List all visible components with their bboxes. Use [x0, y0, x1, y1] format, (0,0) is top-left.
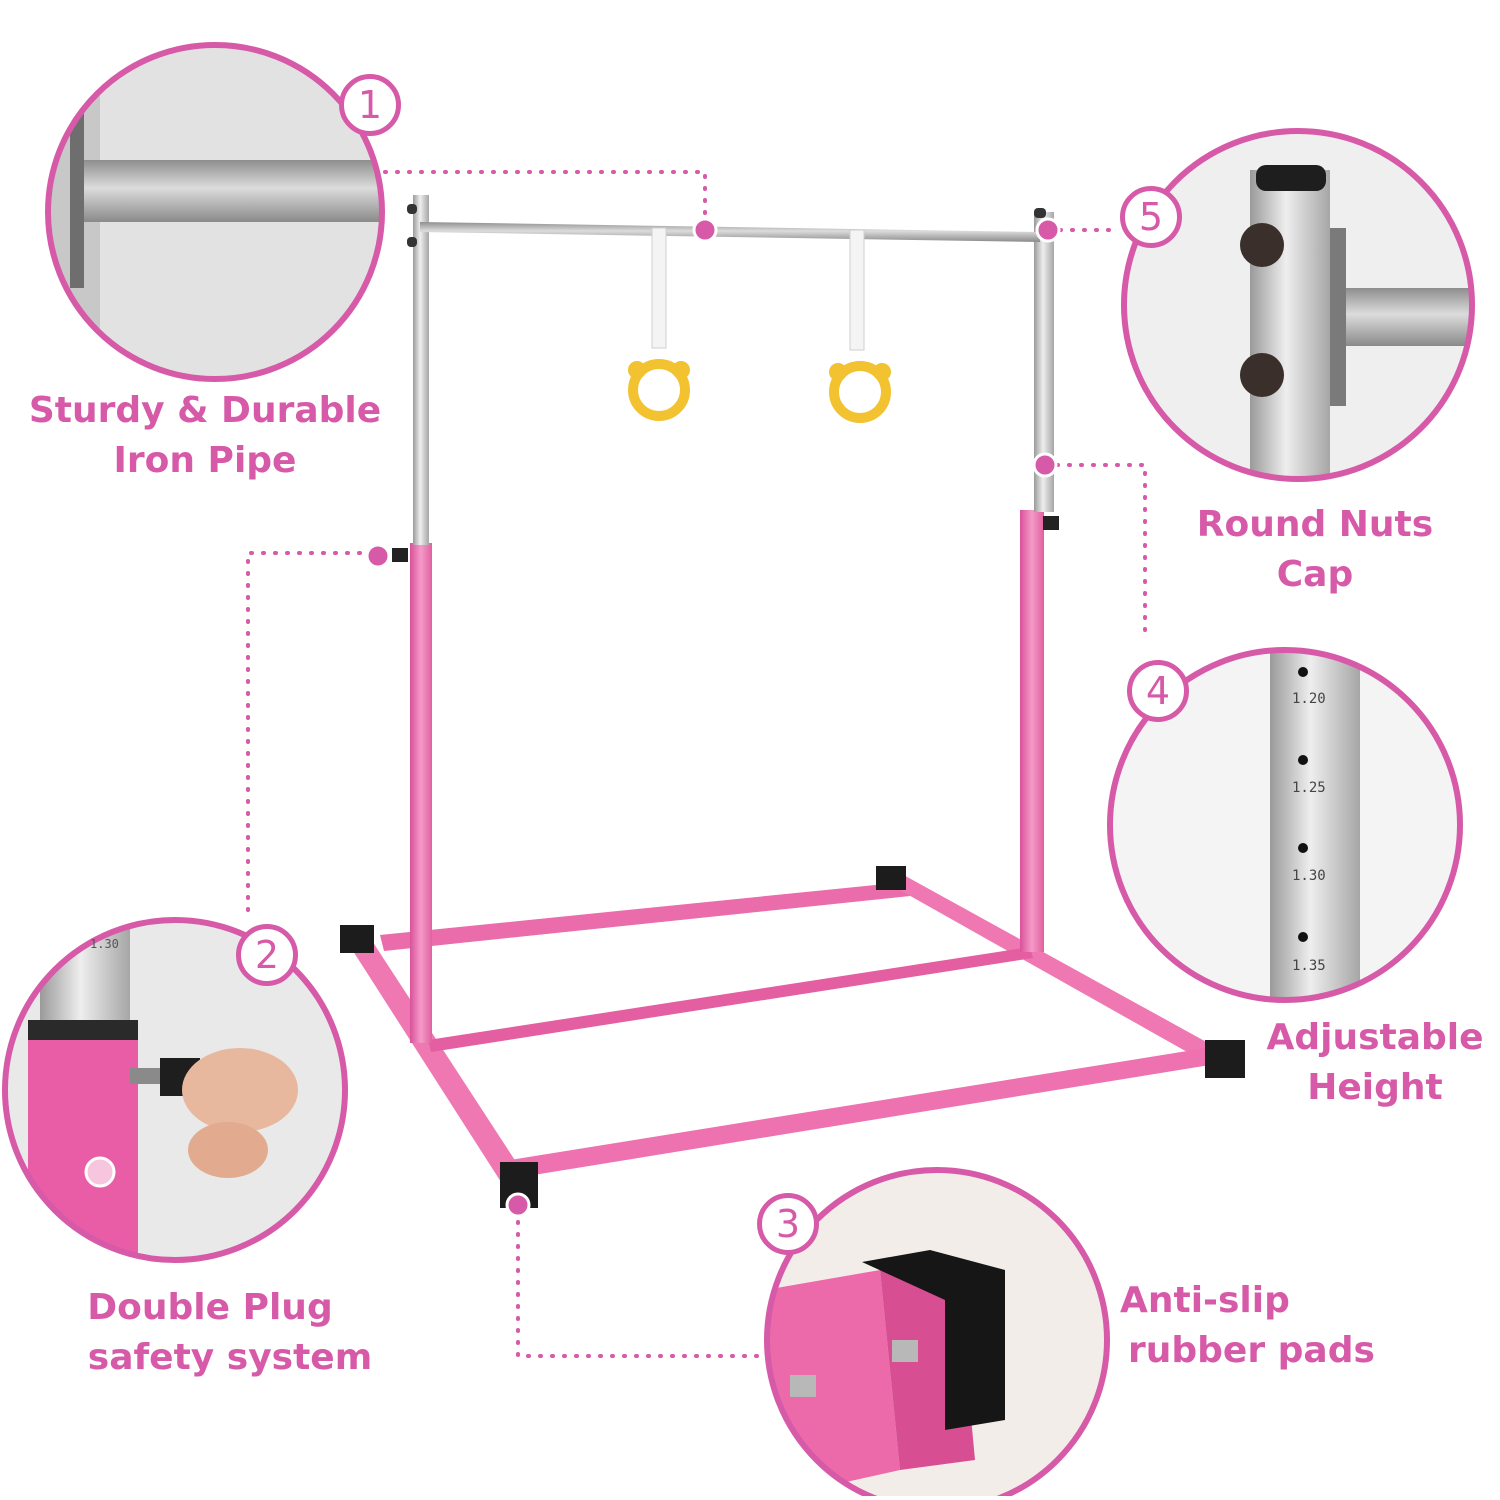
rubber-pad-back-right — [876, 866, 906, 890]
feature-label-iron-pipe: Sturdy & Durable Iron Pipe — [10, 386, 400, 486]
detail-circle-double-plug — [2, 917, 348, 1263]
feature-label-line: Adjustable — [1266, 1017, 1484, 1058]
gymnastics-bar — [340, 195, 1245, 1208]
feature-label-line: Sturdy & Durable — [28, 390, 382, 431]
badge-number-2: 2 — [236, 924, 298, 986]
badge-number-5: 5 — [1120, 186, 1182, 248]
connector-3 — [516, 1208, 772, 1358]
right-knob — [1043, 516, 1059, 530]
feature-label-line: rubber pads — [1128, 1330, 1375, 1371]
feature-label-rubber-pads: Anti-slip rubber pads — [1110, 1276, 1440, 1376]
right-ring — [829, 361, 891, 423]
connector-dots — [365, 217, 1061, 1218]
left-strap — [651, 227, 667, 349]
left-cap — [407, 204, 417, 214]
right-cap — [1034, 208, 1046, 218]
left-knob — [392, 548, 408, 562]
connector-1 — [383, 170, 707, 230]
upright-right-silver — [1034, 212, 1054, 512]
scale-mark-125: 1.25 — [1292, 780, 1326, 796]
detail-circle-round-nuts — [1121, 128, 1475, 482]
feature-label-line: Cap — [1276, 554, 1354, 595]
feature-label-adjustable-height: Adjustable Height — [1255, 1013, 1495, 1113]
connector-2 — [246, 551, 374, 917]
frame-rail-front — [510, 1047, 1216, 1178]
detail-circle-rubber-pads — [764, 1167, 1110, 1500]
top-bar — [420, 222, 1040, 242]
feature-label-line: Double Plug — [87, 1287, 333, 1328]
badge-number-3: 3 — [757, 1193, 819, 1255]
scale-mark-135: 1.35 — [1292, 958, 1326, 974]
frame-rail-right — [882, 873, 1230, 1066]
scale-mark-partial: 1.30 — [90, 937, 119, 951]
upright-left-pink — [410, 543, 432, 1043]
frame-rail-back — [380, 882, 910, 951]
left-ring — [628, 359, 690, 421]
feature-label-line: safety system — [87, 1337, 373, 1378]
feature-label-line: Height — [1307, 1067, 1443, 1108]
right-strap — [849, 229, 865, 351]
upright-left-silver — [413, 195, 429, 545]
feature-label-line: Round Nuts — [1196, 504, 1434, 545]
connector-lines — [246, 170, 1147, 1358]
detail-circle-height-scale — [1107, 647, 1463, 1003]
scale-mark-130: 1.30 — [1292, 868, 1326, 884]
feature-label-line: Iron Pipe — [113, 440, 297, 481]
feature-label-double-plug: Double Plug safety system — [40, 1283, 380, 1383]
badge-number-4: 4 — [1127, 660, 1189, 722]
height-scale-marks: 1.20 1.25 1.30 1.35 1.30 — [90, 691, 1326, 974]
rubber-pad-front-right — [1205, 1040, 1245, 1078]
connector-4 — [1043, 463, 1147, 642]
feature-label-line: Anti-slip — [1120, 1280, 1290, 1321]
badge-number-1: 1 — [339, 74, 401, 136]
frame-rail-left — [344, 930, 533, 1196]
feature-label-round-nuts: Round Nuts Cap — [1160, 500, 1470, 600]
frame-rail-middle — [428, 947, 1033, 1052]
upright-right-pink — [1020, 510, 1044, 952]
scale-mark-120: 1.20 — [1292, 691, 1326, 707]
left-cap-2 — [407, 237, 417, 247]
rubber-pad-back-left — [340, 925, 374, 953]
